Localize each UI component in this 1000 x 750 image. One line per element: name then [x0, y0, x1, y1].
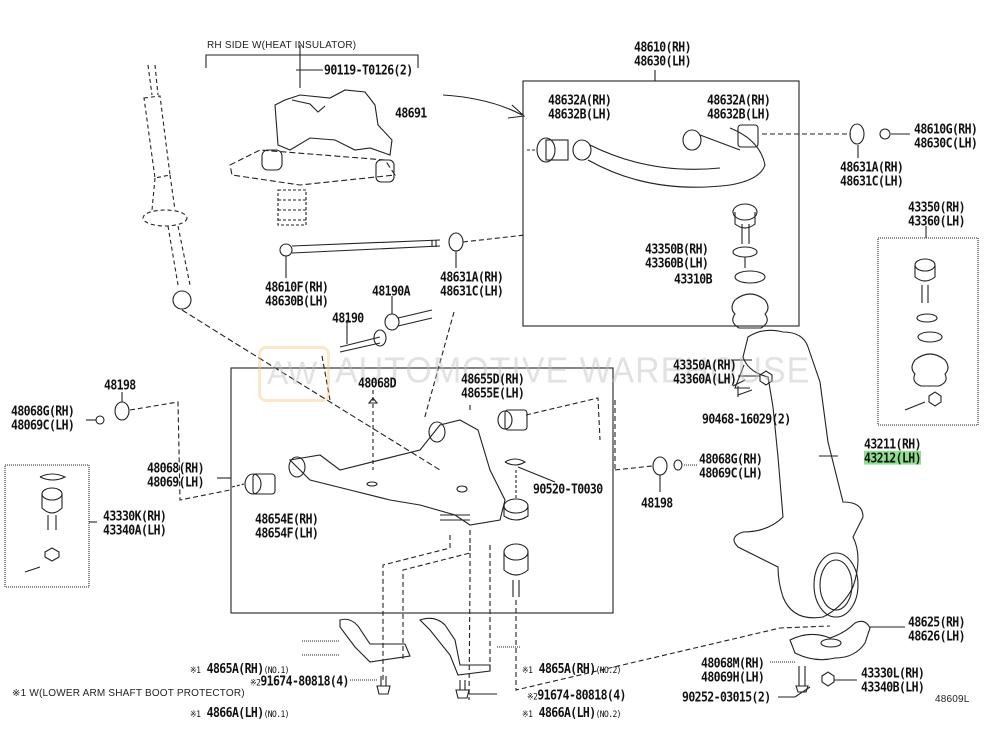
callout-91674-right[interactable]: ※291674-80818(4): [527, 686, 626, 703]
protector-no1: [339, 618, 411, 663]
callout-43330k[interactable]: 43330K(RH)43340A(LH): [103, 507, 167, 538]
callout-48198-left[interactable]: 48198: [104, 376, 136, 393]
callout-48654[interactable]: 48654E(RH)48654F(LH): [255, 510, 319, 541]
upper-control-arm: [536, 124, 769, 329]
callout-48610f[interactable]: 48610F(RH)48630B(LH): [265, 278, 329, 309]
flow-arrow: [442, 94, 526, 119]
callout-48625[interactable]: 48625(RH)48626(LH): [908, 613, 966, 644]
callout-48610-upper-arm[interactable]: 48610(RH)48630(LH): [634, 38, 692, 69]
callout-48631-right[interactable]: 48631A(RH)48631C(LH): [840, 158, 904, 189]
upper-arm-ghost: [229, 149, 396, 186]
bushing-48654: [244, 473, 276, 495]
callout-48655[interactable]: 48655D(RH)48655E(LH): [461, 370, 525, 401]
cam-48198-left: [114, 401, 130, 421]
callout-48068g-right[interactable]: 48068G(RH)48069C(LH): [699, 450, 763, 481]
shock-absorber-ghost: [142, 64, 191, 286]
highlighted-part-label: 43212(LH): [864, 449, 922, 466]
callout-protector-no2[interactable]: ※1 4865A(RH)(NO.2) ※1 4866A(LH)(NO.2): [522, 660, 621, 721]
nut-48068g-left: [95, 415, 105, 425]
bolt-48068m: [795, 666, 809, 693]
rh-side-bracket: [205, 54, 419, 68]
protector-leaders: [382, 530, 831, 701]
upper-arm-box: [522, 80, 800, 327]
callout-91674-left[interactable]: ※291674-80818(4): [250, 672, 349, 689]
heat-insulator-48691: [274, 45, 393, 156]
lower-ball-joint-left: [24, 473, 67, 573]
cam-48198-right: [652, 456, 668, 476]
long-bolt-48610f: [279, 232, 526, 278]
callout-90520[interactable]: 90520-T0030: [533, 480, 603, 497]
callout-43310b[interactable]: 43310B: [674, 270, 713, 287]
bolt-91674-right: [455, 680, 497, 699]
watermark-text: AUTOMOTIVE WAREHOUSE: [335, 351, 811, 391]
lower-control-arm: [288, 419, 529, 526]
callout-48198-right[interactable]: 48198: [641, 494, 673, 511]
callout-48068g-left[interactable]: 48068G(RH)48069C(LH): [11, 402, 75, 433]
callout-48610g[interactable]: 48610G(RH)48630C(LH): [914, 120, 978, 151]
bumper-48068d: [367, 397, 379, 404]
upper-ball-joint-parts: [904, 258, 949, 411]
callout-90252[interactable]: 90252-03015(2): [682, 688, 771, 705]
protector-no2: [418, 617, 491, 676]
lower-ball-joint-center: [503, 543, 529, 597]
callout-48190[interactable]: 48190: [332, 309, 364, 326]
callout-48632-right[interactable]: 48632A(RH)48632B(LH): [707, 91, 771, 122]
nut-43330l: [821, 671, 835, 687]
callout-48691[interactable]: 48691: [395, 104, 427, 121]
callout-48632-left[interactable]: 48632A(RH)48632B(LH): [548, 91, 612, 122]
callout-48068m[interactable]: 48068M(RH)48069H(LH): [701, 654, 765, 685]
callout-43350-upper-ball-joint[interactable]: 43350(RH)43360(LH): [908, 198, 966, 229]
upper-ball-joint-box: [877, 237, 979, 426]
shock-eye: [172, 290, 192, 310]
watermark-logo: AW: [258, 346, 330, 402]
callout-90468[interactable]: 90468-16029(2): [702, 410, 791, 427]
figure-id: 48609L: [935, 694, 970, 705]
bump-stop: [277, 189, 307, 226]
callout-protector-no1[interactable]: ※1 4865A(RH)(NO.1) ※1 4866A(LH)(NO.1): [190, 660, 289, 721]
nut-48610g: [879, 128, 891, 140]
rh-side-note: RH SIDE W(HEAT INSULATOR): [207, 40, 357, 51]
callout-43350a[interactable]: 43350A(RH)43360A(LH): [673, 356, 737, 387]
lower-ball-joint-box: [4, 464, 90, 588]
callout-48068-lower-arm[interactable]: 48068(RH)48069(LH): [147, 459, 205, 490]
footnote: ※1 W(LOWER ARM SHAFT BOOT PROTECTOR): [12, 688, 245, 699]
steering-knuckle: [733, 329, 864, 619]
callout-48190a[interactable]: 48190A: [372, 282, 411, 299]
callout-48631-center[interactable]: 48631A(RH)48631C(LH): [440, 268, 504, 299]
lower-arm-box: [230, 367, 614, 614]
nut-43350a: [759, 370, 773, 386]
group-boxes: [4, 54, 979, 614]
cam-bolts-48190: [321, 296, 455, 421]
callout-43211-knuckle[interactable]: 43211(RH)43212(LH): [864, 435, 922, 466]
callout-43350b[interactable]: 43350B(RH)43360B(LH): [645, 240, 709, 271]
callout-48068d[interactable]: 48068D: [358, 374, 397, 391]
callout-90119-t0126[interactable]: 90119-T0126(2): [324, 61, 413, 78]
callout-43330l[interactable]: 43330L(RH)43340B(LH): [861, 664, 925, 695]
bolt-91674-left: [376, 676, 391, 695]
washer-48631-right: [849, 123, 865, 145]
steering-arm: [789, 620, 905, 661]
bushing-48655: [469, 405, 528, 431]
snap-ring-90520: [504, 458, 527, 466]
